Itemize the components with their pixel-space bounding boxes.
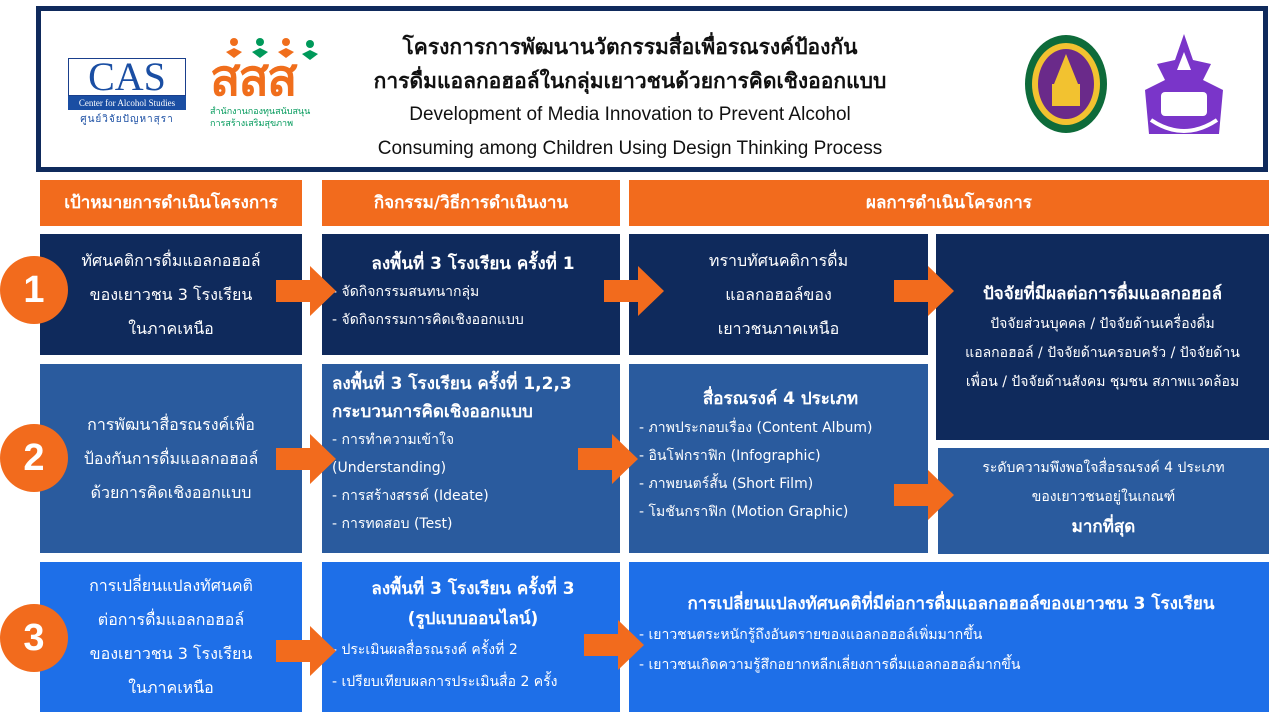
arrow-right-icon bbox=[578, 434, 638, 484]
title-english-line1: Development of Media Innovation to Preve… bbox=[409, 104, 851, 125]
goal-1-line-3: ในภาคเหนือ bbox=[128, 318, 214, 338]
satisfaction-box: ระดับความพึงพอใจสื่อรณรงค์ 4 ประเภท ของเ… bbox=[938, 448, 1269, 554]
result-2-item-3: - ภาพยนตร์สั้น (Short Film) bbox=[639, 476, 814, 492]
title-english-line2: Consuming among Children Using Design Th… bbox=[377, 138, 883, 159]
arrow-right-icon bbox=[894, 470, 954, 520]
cas-logo-letters: CAS bbox=[88, 54, 166, 99]
result-2-item-2: - อินโฟกราฟิก (Infographic) bbox=[639, 448, 821, 464]
thaihealth-logo: สสส สำนักงานกองทุนสนับสนุน การสร้างเสริม… bbox=[210, 36, 340, 136]
activity-2-heading-1: ลงพื้นที่ 3 โรงเรียน ครั้งที่ 1,2,3 bbox=[332, 374, 572, 394]
satisfaction-line-1: ระดับความพึงพอใจสื่อรณรงค์ 4 ประเภท bbox=[982, 460, 1225, 476]
activity-3-heading-2: (รูปแบบออนไลน์) bbox=[407, 609, 539, 629]
result-1-line-1: ทราบทัศนคติการดื่ม bbox=[708, 250, 849, 270]
thaihealth-logo-line2: การสร้างเสริมสุขภาพ bbox=[210, 119, 294, 129]
goal-2-line-1: การพัฒนาสื่อรณรงค์เพื่อ bbox=[87, 414, 255, 434]
activity-2-item-3: - การสร้างสรรค์ (Ideate) bbox=[332, 488, 489, 504]
activity-3-heading-1: ลงพื้นที่ 3 โรงเรียน ครั้งที่ 3 bbox=[371, 579, 575, 599]
result-1-line-2: แอลกอฮอล์ของ bbox=[725, 284, 832, 304]
chiang-rai-rajabhat-seal bbox=[1025, 35, 1107, 133]
activity-3-item-2: - เปรียบเทียบผลการประเมินสื่อ 2 ครั้ง bbox=[332, 674, 558, 690]
activity-1-item-1: - จัดกิจกรรมสนทนากลุ่ม bbox=[332, 284, 480, 300]
cas-logo: CAS Center for Alcohol Studies ศูนย์วิจั… bbox=[68, 54, 186, 126]
cas-logo-subtitle: Center for Alcohol Studies bbox=[68, 96, 186, 110]
satisfaction-line-2: ของเยาวชนอยู่ในเกณฑ์ bbox=[1031, 489, 1176, 505]
result-2-item-1: - ภาพประกอบเรื่อง (Content Album) bbox=[639, 420, 873, 436]
arrow-right-icon bbox=[894, 266, 954, 316]
goal-3-line-4: ในภาคเหนือ bbox=[128, 678, 214, 697]
row-number-3: 3 bbox=[0, 604, 68, 672]
activity-2-item-1: - การทำความเข้าใจ bbox=[332, 432, 455, 448]
goal-1-line-1: ทัศนคติการดื่มแอลกอฮอล์ bbox=[81, 250, 261, 270]
result-1-line-3: เยาวชนภาคเหนือ bbox=[717, 318, 840, 338]
factors-heading: ปัจจัยที่มีผลต่อการดื่มแอลกอฮอล์ bbox=[982, 284, 1223, 304]
arrow-right-icon bbox=[584, 620, 644, 670]
project-title: โครงการการพัฒนานวัตกรรมสื่อเพื่อรณรงค์ป้… bbox=[330, 30, 930, 166]
thaihealth-logo-letters: สสส bbox=[210, 49, 298, 107]
activity-box-1: ลงพื้นที่ 3 โรงเรียน ครั้งที่ 1 - จัดกิจ… bbox=[322, 234, 620, 355]
arrow-right-icon bbox=[276, 626, 336, 676]
goal-box-3: การเปลี่ยนแปลงทัศนคติ ต่อการดื่มแอลกอฮอล… bbox=[40, 562, 302, 712]
phayao-university-seal bbox=[1145, 34, 1223, 134]
goal-1-line-2: ของเยาวชน 3 โรงเรียน bbox=[89, 284, 253, 304]
column-header-activity: กิจกรรม/วิธีการดำเนินงาน bbox=[322, 180, 620, 226]
arrow-right-icon bbox=[276, 266, 336, 316]
column-header-result: ผลการดำเนินโครงการ bbox=[629, 180, 1269, 226]
goal-2-line-2: ป้องกันการดื่มแอลกอฮอล์ bbox=[83, 448, 259, 468]
activity-box-2: ลงพื้นที่ 3 โรงเรียน ครั้งที่ 1,2,3 กระบ… bbox=[322, 364, 620, 553]
result-box-3: การเปลี่ยนแปลงทัศนคติที่มีต่อการดื่มแอลก… bbox=[629, 562, 1269, 712]
title-thai-line1: โครงการการพัฒนานวัตกรรมสื่อเพื่อรณรงค์ป้… bbox=[402, 35, 858, 59]
factors-line-2: แอลกอฮอล์ / ปัจจัยด้านครอบครัว / ปัจจัยด… bbox=[965, 345, 1240, 361]
activity-box-3: ลงพื้นที่ 3 โรงเรียน ครั้งที่ 3 (รูปแบบอ… bbox=[322, 562, 620, 712]
result-box-1: ทราบทัศนคติการดื่ม แอลกอฮอล์ของ เยาวชนภา… bbox=[629, 234, 928, 355]
result-3-item-2: - เยาวชนเกิดความรู้สึกอยากหลีกเลี่ยงการด… bbox=[639, 657, 1021, 673]
goal-3-line-2: ต่อการดื่มแอลกอฮอล์ bbox=[97, 610, 245, 629]
goal-3-line-3: ของเยาวชน 3 โรงเรียน bbox=[89, 644, 253, 663]
factors-line-3: เพื่อน / ปัจจัยด้านสังคม ชุมชน สภาพแวดล้… bbox=[965, 374, 1240, 390]
thaihealth-logo-line1: สำนักงานกองทุนสนับสนุน bbox=[210, 107, 311, 117]
column-header-goal: เป้าหมายการดำเนินโครงการ bbox=[40, 180, 302, 226]
goal-box-1: ทัศนคติการดื่มแอลกอฮอล์ ของเยาวชน 3 โรงเ… bbox=[40, 234, 302, 355]
goal-2-line-3: ด้วยการคิดเชิงออกแบบ bbox=[90, 482, 252, 502]
title-thai-line2: การดื่มแอลกอฮอล์ในกลุ่มเยาวชนด้วยการคิดเ… bbox=[373, 69, 887, 93]
people-icon bbox=[226, 38, 318, 60]
factors-box: ปัจจัยที่มีผลต่อการดื่มแอลกอฮอล์ ปัจจัยส… bbox=[936, 234, 1269, 440]
activity-2-item-4: - การทดสอบ (Test) bbox=[332, 516, 453, 532]
activity-2-item-2: (Understanding) bbox=[332, 460, 447, 476]
result-3-heading: การเปลี่ยนแปลงทัศนคติที่มีต่อการดื่มแอลก… bbox=[687, 594, 1215, 614]
cas-logo-thai: ศูนย์วิจัยปัญหาสุรา bbox=[80, 114, 174, 125]
result-2-item-4: - โมชันกราฟิก (Motion Graphic) bbox=[639, 504, 849, 520]
goal-box-2: การพัฒนาสื่อรณรงค์เพื่อ ป้องกันการดื่มแอ… bbox=[40, 364, 302, 553]
arrow-right-icon bbox=[604, 266, 664, 316]
activity-2-heading-2: กระบวนการคิดเชิงออกแบบ bbox=[332, 402, 533, 422]
activity-1-item-2: - จัดกิจกรรมการคิดเชิงออกแบบ bbox=[332, 312, 524, 328]
goal-3-line-1: การเปลี่ยนแปลงทัศนคติ bbox=[89, 576, 253, 595]
factors-line-1: ปัจจัยส่วนบุคคล / ปัจจัยด้านเครื่องดื่ม bbox=[990, 316, 1215, 332]
result-3-item-1: - เยาวชนตระหนักรู้ถึงอันตรายของแอลกอฮอล์… bbox=[639, 627, 983, 643]
row-number-1: 1 bbox=[0, 256, 68, 324]
activity-3-item-1: - ประเมินผลสื่อรณรงค์ ครั้งที่ 2 bbox=[332, 642, 518, 658]
activity-1-heading: ลงพื้นที่ 3 โรงเรียน ครั้งที่ 1 bbox=[371, 254, 575, 274]
result-box-2: สื่อรณรงค์ 4 ประเภท - ภาพประกอบเรื่อง (C… bbox=[629, 364, 928, 553]
satisfaction-level: มากที่สุด bbox=[1071, 517, 1136, 537]
arrow-right-icon bbox=[276, 434, 336, 484]
row-number-2: 2 bbox=[0, 424, 68, 492]
result-2-heading: สื่อรณรงค์ 4 ประเภท bbox=[702, 389, 859, 409]
